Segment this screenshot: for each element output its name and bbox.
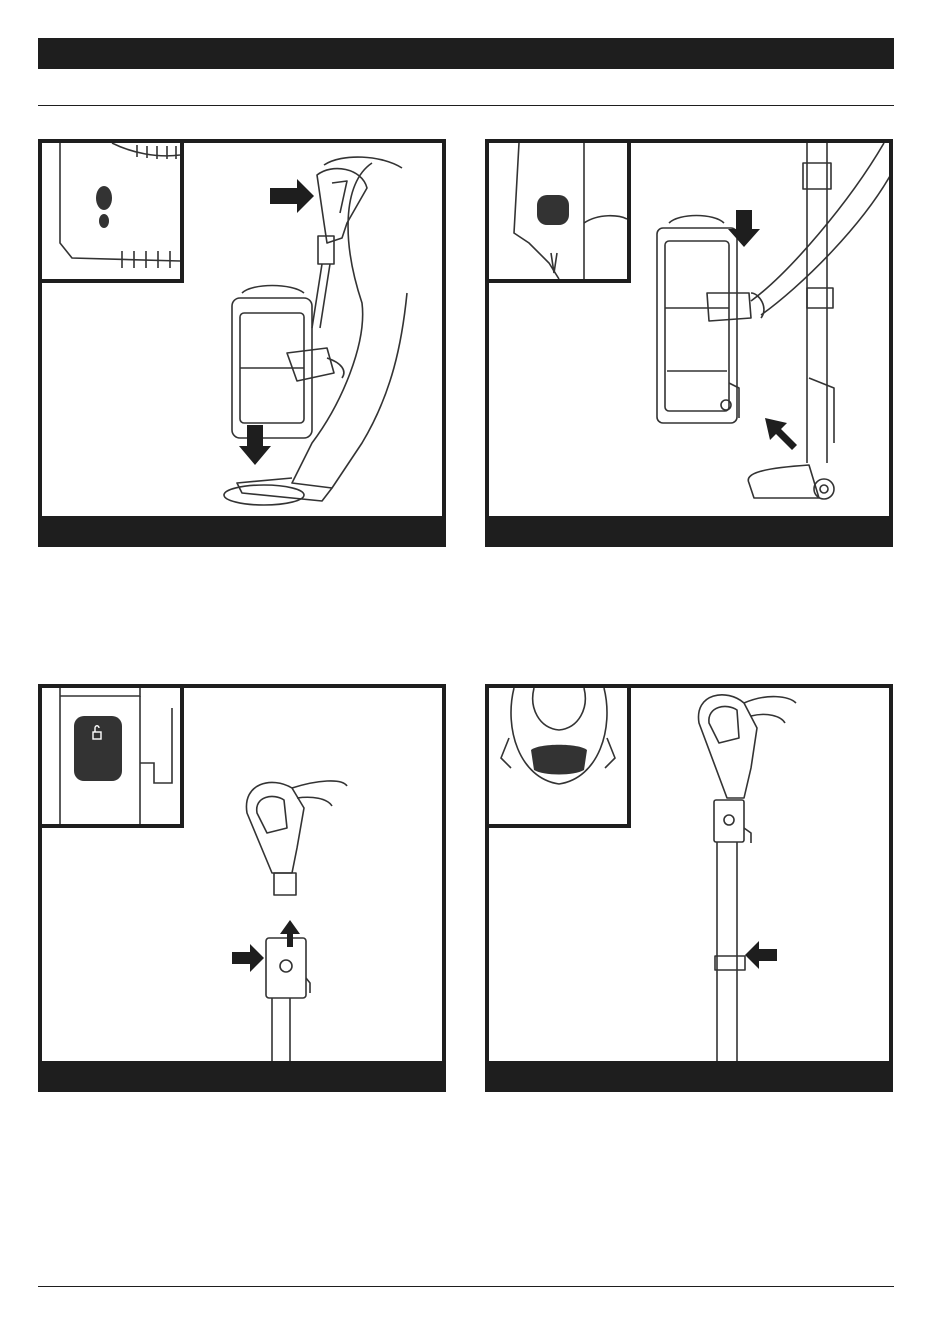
footprint-icon bbox=[96, 186, 112, 228]
release-button bbox=[537, 195, 569, 225]
handle-release-button-detail bbox=[42, 688, 180, 824]
step-2-illustration-panel bbox=[485, 139, 893, 547]
header-bar bbox=[38, 38, 894, 69]
step-3-detail-inset bbox=[42, 688, 184, 828]
wand-release-button bbox=[531, 745, 587, 775]
pod-release-button-detail bbox=[489, 143, 627, 279]
step-4-detail-inset bbox=[489, 688, 631, 828]
step-3-illustration-panel bbox=[38, 684, 446, 1092]
step-3-caption-bar bbox=[42, 1061, 442, 1092]
step-1-illustration-panel bbox=[38, 139, 446, 547]
step-4-illustration-panel bbox=[485, 684, 893, 1092]
wand-release-button-detail bbox=[489, 688, 627, 824]
step-2-caption-bar bbox=[489, 516, 889, 547]
arrow-up-left-icon bbox=[765, 418, 797, 450]
arrow-left-icon bbox=[745, 941, 777, 969]
step-4-caption-bar bbox=[489, 1061, 889, 1092]
release-pedal-detail bbox=[42, 143, 180, 279]
step-2-detail-inset bbox=[489, 143, 631, 283]
arrow-right-icon bbox=[270, 179, 314, 213]
arrow-down-icon bbox=[239, 425, 271, 465]
footer-rule bbox=[38, 1286, 894, 1287]
header-rule bbox=[38, 105, 894, 106]
arrow-right-icon bbox=[232, 944, 264, 972]
step-1-caption-bar bbox=[42, 516, 442, 547]
arrow-up-icon bbox=[280, 920, 300, 947]
step-1-detail-inset bbox=[42, 143, 184, 283]
